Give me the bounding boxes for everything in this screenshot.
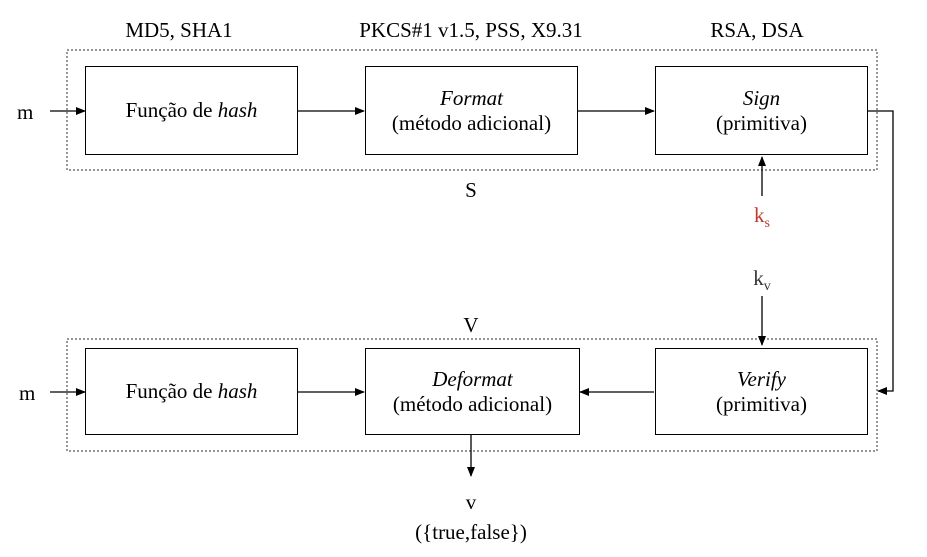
verification-key-kv: kv [753,266,771,294]
verify-group-border [66,338,878,452]
deformat-title: Deformat [432,366,513,391]
sign-box: Sign (primitiva) [655,66,868,155]
hash-function-box-sign: Função de hash [85,66,298,155]
hash-function-box-verify: Função de hash [85,348,298,435]
output-values: ({true,false}) [415,520,527,544]
deformat-box: Deformat (método adicional) [365,348,580,435]
sign-input-m: m [17,100,34,124]
signing-key-ks: ks [754,203,770,231]
format-box: Format (método adicional) [365,66,578,155]
verify-title: Verify [737,366,786,391]
format-methods-label: PKCS#1 v1.5, PSS, X9.31 [359,18,583,42]
signature-algorithms-label: RSA, DSA [710,18,804,42]
format-subtitle: (método adicional) [391,110,552,135]
verify-group-label: V [463,313,479,337]
verify-subtitle: (primitiva) [716,391,807,416]
arrow-sign-to-verify [868,110,894,395]
format-title: Format [440,85,503,110]
deformat-subtitle: (método adicional) [392,391,553,416]
hash-algorithms-label: MD5, SHA1 [125,18,233,42]
verify-box: Verify (primitiva) [655,348,868,435]
sign-group-label: S [465,178,477,202]
sign-group-border [66,49,878,171]
sign-title: Sign [742,85,781,110]
hash-function-label: Função de hash [125,379,258,403]
hash-function-label: Função de hash [125,98,258,122]
output-symbol: v [465,490,477,514]
verify-input-m: m [19,381,36,405]
sign-subtitle: (primitiva) [716,110,807,135]
